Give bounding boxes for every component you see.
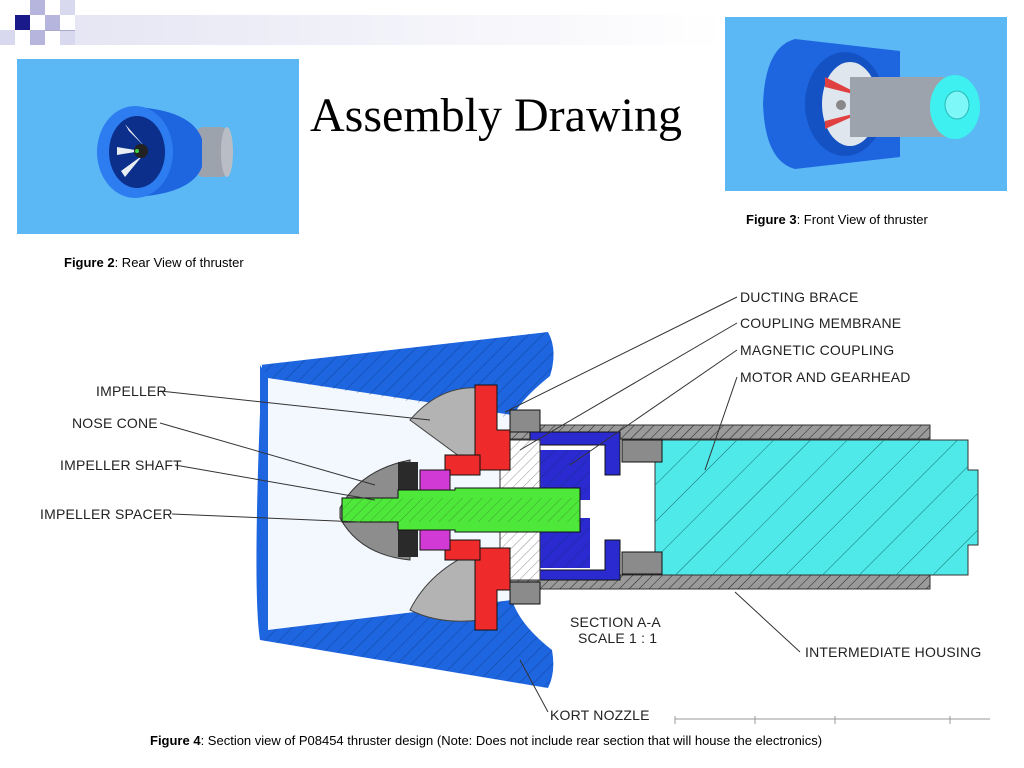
figure-2-text: : Rear View of thruster	[114, 255, 244, 270]
figure-3-label: Figure 3	[746, 212, 797, 227]
ducting-brace	[444, 384, 511, 631]
rear-view-render	[97, 106, 233, 198]
label-nose-cone: NOSE CONE	[72, 415, 158, 431]
front-shaft-hub	[836, 100, 846, 110]
figure-2-label: Figure 2	[64, 255, 115, 270]
label-coupling-membrane: COUPLING MEMBRANE	[740, 315, 901, 331]
impeller-shaft	[341, 487, 581, 533]
motor-and-gearhead	[654, 439, 979, 576]
rear-motor-end	[221, 127, 233, 177]
rear-view-image	[17, 59, 299, 234]
front-motor-cap-center	[944, 90, 970, 120]
figure-4-label: Figure 4	[150, 733, 201, 748]
figure-4-text: : Section view of P08454 thruster design…	[200, 733, 823, 748]
rear-impeller-blades	[117, 124, 145, 177]
label-impeller-shaft: IMPELLER SHAFT	[60, 457, 182, 473]
title-block-fragment	[674, 716, 990, 724]
label-intermediate-housing: INTERMEDIATE HOUSING	[805, 644, 981, 660]
label-kort-nozzle: KORT NOZZLE	[550, 707, 650, 723]
rear-nose-cone	[134, 144, 148, 158]
rear-motor-housing	[197, 127, 227, 177]
front-view-image	[725, 17, 1007, 191]
corner-decoration	[0, 0, 760, 50]
figure-3-caption: Figure 3: Front View of thruster	[746, 212, 928, 227]
label-magnetic-coupling: MAGNETIC COUPLING	[740, 342, 894, 358]
label-section: SECTION A-A	[570, 614, 661, 630]
label-ducting-brace: DUCTING BRACE	[740, 289, 859, 305]
slide-title: Assembly Drawing	[310, 89, 682, 142]
figure-2-caption: Figure 2: Rear View of thruster	[64, 255, 244, 270]
front-view-render	[763, 39, 980, 169]
figure-3-text: : Front View of thruster	[796, 212, 928, 227]
leader-lines	[159, 296, 801, 713]
figure-4-caption: Figure 4: Section view of P08454 thruste…	[150, 733, 822, 748]
bolts	[509, 409, 663, 605]
label-impeller-spacer: IMPELLER SPACER	[40, 506, 173, 522]
impeller-spacer	[419, 469, 451, 551]
label-impeller: IMPELLER	[96, 383, 167, 399]
rear-shaft-tip	[135, 149, 139, 153]
label-scale: SCALE 1 : 1	[578, 630, 657, 646]
front-ducting-brace	[825, 77, 865, 129]
label-motor-and-gearhead: MOTOR AND GEARHEAD	[740, 369, 911, 385]
